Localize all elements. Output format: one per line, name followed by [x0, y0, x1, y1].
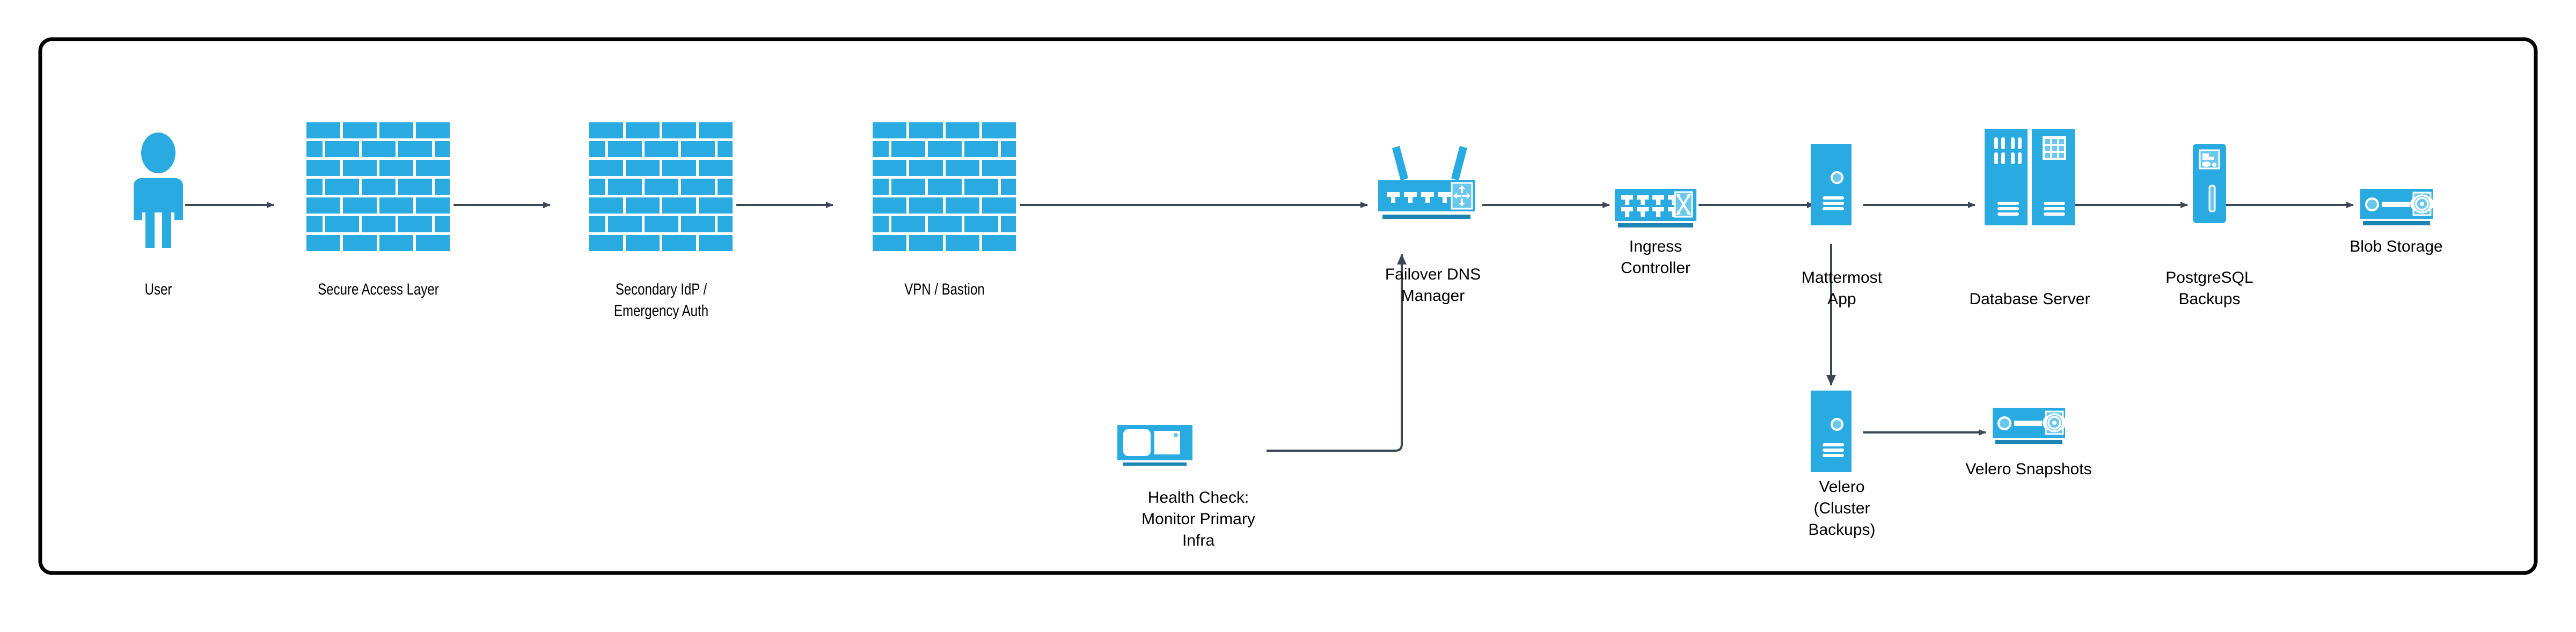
node-velero-snapshots[interactable]	[1992, 407, 2067, 445]
label-user: User	[144, 281, 172, 298]
label-health-check: Health Check: Monitor Primary Infra	[1141, 489, 1255, 549]
node-mattermost[interactable]	[1810, 143, 1853, 226]
label-database-server: Database Server	[1969, 290, 2090, 308]
node-secure-access[interactable]	[306, 122, 450, 251]
label-ingress: Ingress Controller	[1620, 238, 1691, 277]
label-secondary-idp: Secondary IdP / Emergency Auth	[613, 281, 709, 320]
node-database-server[interactable]	[1985, 129, 2075, 225]
label-secure-access: Secure Access Layer	[318, 281, 439, 298]
edge-health-check-to-failover-dns	[1267, 254, 1407, 452]
label-postgres-backups: PostgreSQL Backups	[2165, 269, 2253, 308]
node-blob-storage[interactable]	[2359, 188, 2435, 226]
node-velero[interactable]	[1810, 390, 1853, 473]
label-blob-storage: Blob Storage	[2350, 238, 2443, 255]
label-mattermost: Mattermost App	[1801, 269, 1883, 308]
node-secondary-idp[interactable]	[589, 122, 733, 251]
node-health-check[interactable]	[1117, 425, 1192, 466]
node-failover-dns[interactable]	[1377, 145, 1476, 220]
node-vpn-bastion[interactable]	[873, 122, 1016, 251]
node-postgres-backups[interactable]	[2192, 143, 2227, 224]
label-vpn-bastion: VPN / Bastion	[904, 281, 985, 298]
label-velero: Velero (Cluster Backups)	[1808, 478, 1876, 539]
label-failover-dns: Failover DNS Manager	[1385, 266, 1481, 305]
node-ingress[interactable]	[1614, 188, 1697, 229]
label-velero-snapshots: Velero Snapshots	[1965, 460, 2092, 478]
diagram-border	[38, 37, 2538, 575]
node-user[interactable]	[134, 133, 183, 248]
